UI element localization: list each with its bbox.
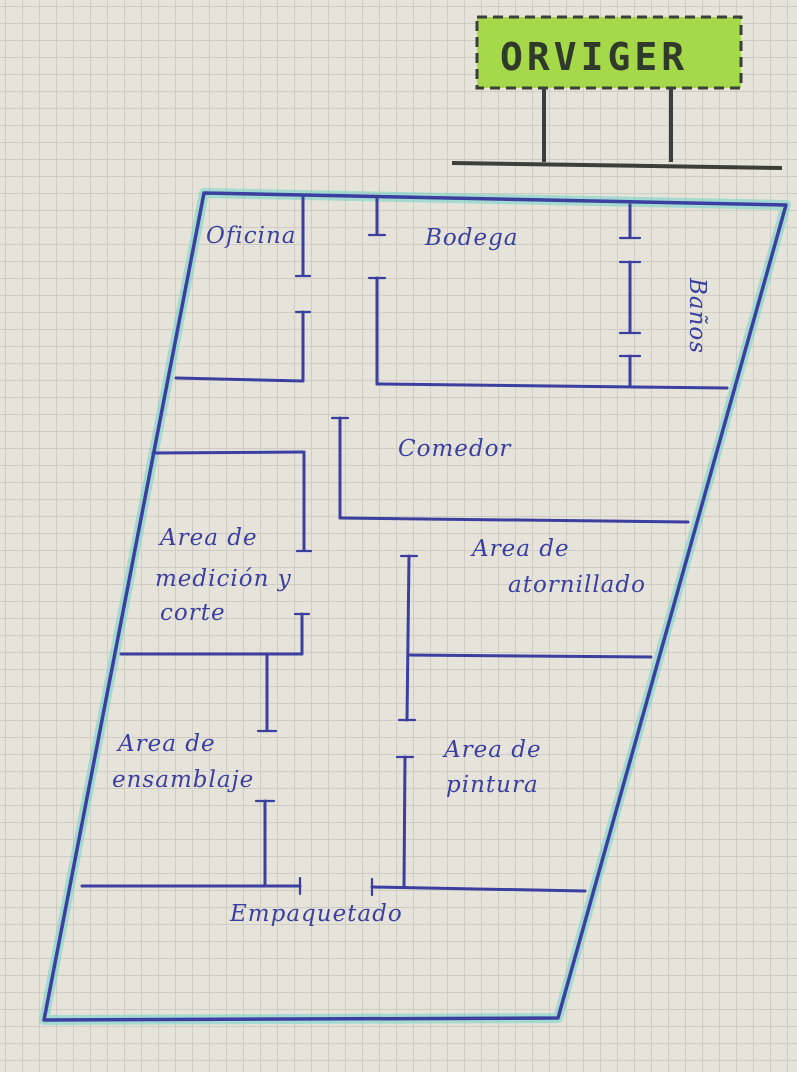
label-oficina: Oficina	[206, 223, 297, 249]
company-sign: ORVIGER	[451, 15, 783, 170]
wall	[151, 450, 306, 455]
ground-line	[451, 161, 783, 170]
label-ensamblaje-line2: ensamblaje	[112, 767, 254, 793]
building-outline	[42, 191, 788, 1022]
wall	[370, 885, 587, 893]
wall	[338, 516, 690, 524]
sign-text: ORVIGER	[500, 35, 688, 79]
wall	[402, 755, 407, 889]
label-medicion-line2: medición y	[155, 566, 292, 592]
room-labels: Oficina Bodega Baños Comedor Area de med…	[112, 223, 710, 927]
label-atornillado-line1: Area de	[470, 536, 570, 562]
wall	[406, 653, 653, 659]
label-atornillado-line2: atornillado	[508, 572, 646, 598]
label-bodega: Bodega	[424, 225, 519, 251]
label-medicion-line3: corte	[160, 600, 226, 626]
sign-board	[475, 15, 743, 90]
label-pintura-line1: Area de	[442, 737, 542, 763]
wall	[405, 554, 411, 722]
label-comedor: Comedor	[398, 436, 512, 462]
label-pintura-line2: pintura	[446, 772, 539, 798]
wall	[174, 376, 305, 383]
wall	[375, 382, 729, 390]
label-banos: Baños	[684, 277, 710, 354]
label-ensamblaje-line1: Area de	[116, 731, 216, 757]
label-medicion-line1: Area de	[158, 525, 258, 551]
interior-walls	[80, 195, 729, 897]
label-empaquetado: Empaquetado	[229, 901, 403, 927]
